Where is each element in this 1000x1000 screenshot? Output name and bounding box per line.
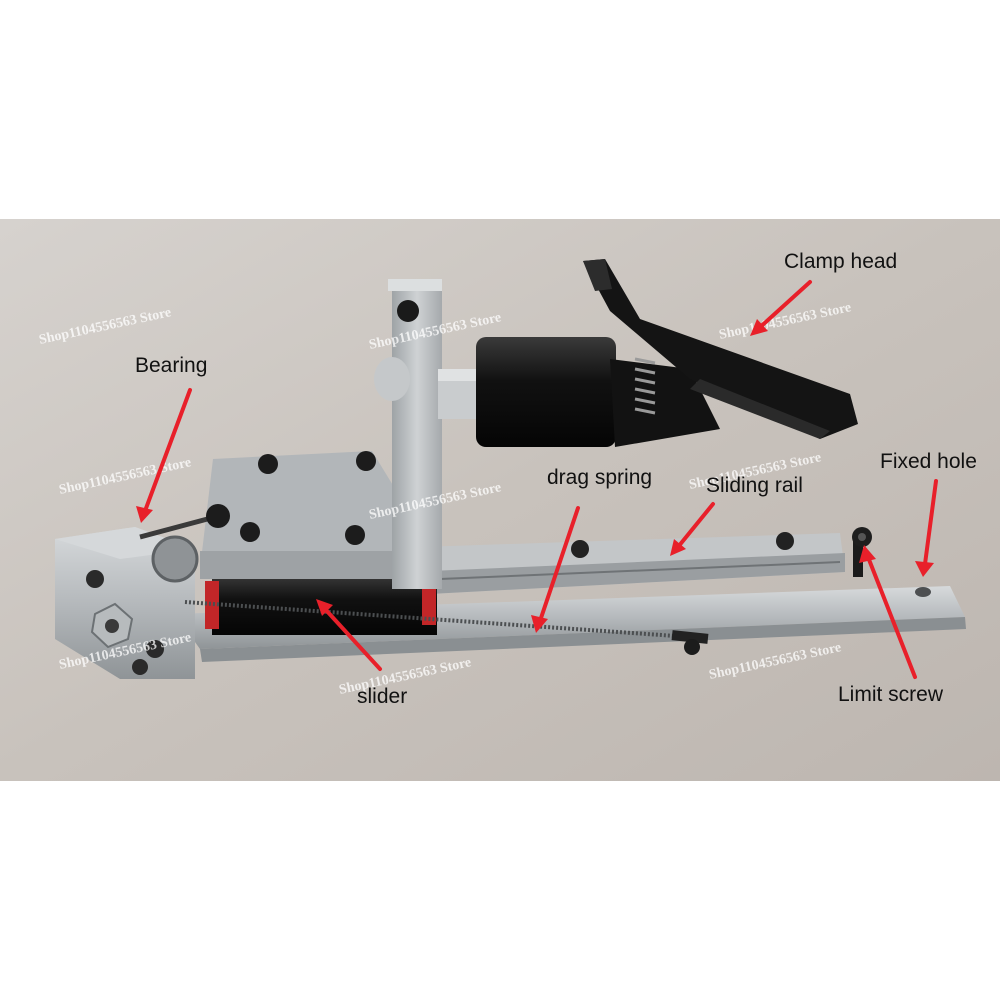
clamp-body xyxy=(476,337,720,447)
bearing-screw xyxy=(139,504,230,540)
mounting-plate xyxy=(200,451,432,579)
arrow-fixed-hole xyxy=(923,479,938,566)
label-fixed-hole: Fixed hole xyxy=(880,450,977,473)
photo-backdrop xyxy=(0,219,1000,781)
limit-screw xyxy=(852,527,872,577)
arrow-sliding-rail xyxy=(676,502,715,549)
arrow-clamp-head xyxy=(756,280,812,331)
arrow-slider xyxy=(323,607,382,671)
drag-spring xyxy=(184,600,709,655)
clamp-head xyxy=(583,259,858,439)
label-sliding-rail: Sliding rail xyxy=(706,474,803,497)
label-drag-spring: drag spring xyxy=(547,466,653,489)
label-limit-screw: Limit screw xyxy=(838,683,944,706)
label-slider: slider xyxy=(357,685,408,708)
arrow-limit-screw xyxy=(866,555,917,679)
annotation-arrows xyxy=(136,280,938,679)
product-photo: Shop1104556563 Store Shop1104556563 Stor… xyxy=(0,219,1000,781)
arrow-drag-spring xyxy=(538,506,580,623)
label-bearing: Bearing xyxy=(135,354,208,377)
fixed-hole xyxy=(915,587,931,597)
upright-bracket xyxy=(374,279,442,589)
label-clamp-head: Clamp head xyxy=(784,250,898,273)
arrow-bearing xyxy=(143,388,192,513)
bearing-wheel xyxy=(151,535,199,583)
